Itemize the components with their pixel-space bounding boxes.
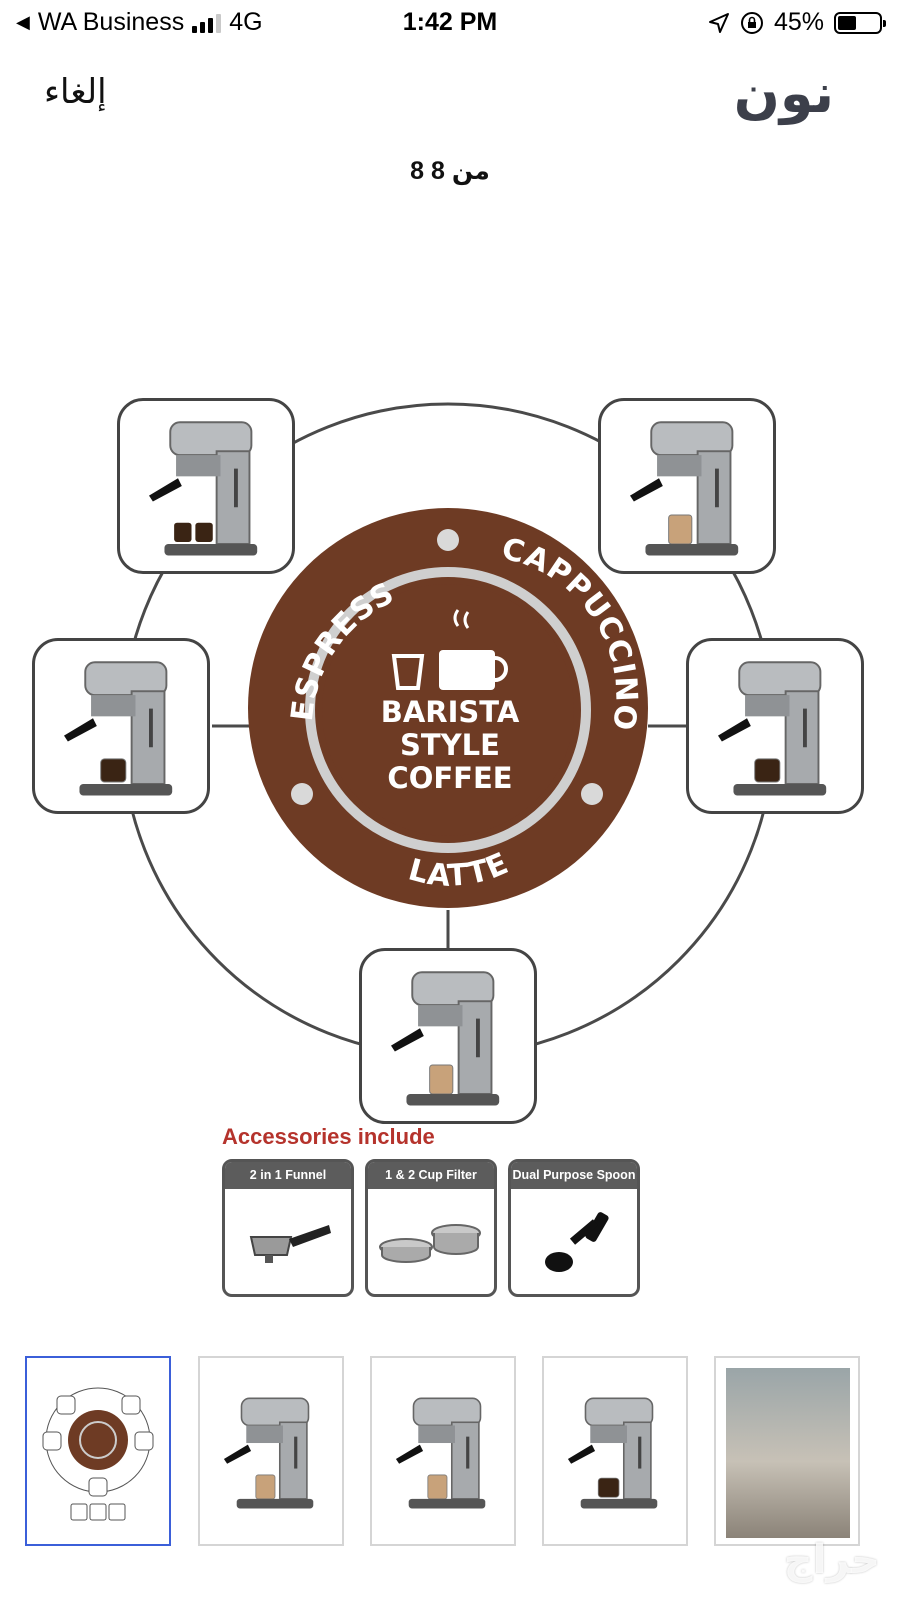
battery-icon [834,11,886,34]
status-right: 45% [708,8,886,37]
status-left[interactable]: ◀ WA Business 4G [16,8,263,37]
image-counter: 8 من 8 [410,157,490,185]
barista-diagram-thumbnail [42,1387,154,1521]
center-line-2: STYLE [400,728,500,762]
center-line-3: COFFEE [387,761,513,795]
status-time: 1:42 PM [402,8,498,36]
machine-card-right [686,638,864,814]
rotation-lock-icon [740,11,763,34]
thumbnail-strip [0,1356,900,1546]
barista-style-coffee-text: BARISTA STYLE COFFEE [330,696,570,795]
accessory-card-spoon: Dual Purpose Spoon [508,1159,640,1297]
battery-percent: 45% [773,8,824,36]
thumbnail-5[interactable] [714,1356,860,1546]
machine-card-top-left [117,398,295,574]
machine-card-bottom [359,948,537,1124]
thumbnail-1[interactable] [25,1356,171,1546]
espresso-machine-icon [718,661,827,796]
espresso-machine-icon [395,1397,486,1509]
espresso-machine-icon [630,421,739,556]
main-product-image[interactable]: ESPRESSO CAPPUCCINO LATTE BARISTA STYLE … [0,370,900,1310]
machine-card-top-right [598,398,776,574]
accessories-title: Accessories include [222,1124,435,1149]
thumbnail-2[interactable] [198,1356,344,1546]
filter-baskets-icon [379,1224,481,1263]
espresso-machine-icon [64,661,173,796]
accessory-card-filter: 1 & 2 Cup Filter [365,1159,497,1297]
coffee-cups-icon [391,609,508,690]
espresso-machine-icon [149,421,258,556]
tamper-spoon-icon [545,1212,609,1272]
accessory-card-funnel: 2 in 1 Funnel [222,1159,354,1297]
accessory-label: 2 in 1 Funnel [225,1162,351,1189]
espresso-machine-icon [391,971,500,1106]
espresso-machine-icon [567,1397,658,1509]
back-app-label[interactable]: WA Business [37,8,185,36]
accessory-label: Dual Purpose Spoon [511,1162,637,1189]
network-type: 4G [229,8,263,36]
silver-ring [305,567,591,853]
signal-icon [192,13,222,33]
location-arrow-icon [708,12,729,33]
back-triangle-icon[interactable]: ◀ [16,12,30,32]
machine-card-left [32,638,210,814]
header: إلغاء نون [0,56,900,136]
latte-label: LATTE [405,846,514,894]
center-line-1: BARISTA [380,695,520,729]
status-bar: ◀ WA Business 4G 1:42 PM 45% [0,0,900,46]
haraj-watermark: حراج [783,1538,880,1582]
portafilter-icon [249,1225,331,1263]
espresso-machine-icon [223,1397,314,1509]
thumbnail-3[interactable] [370,1356,516,1546]
accessory-label: 1 & 2 Cup Filter [368,1162,494,1189]
cancel-button[interactable]: إلغاء [44,73,107,111]
thumbnail-4[interactable] [542,1356,688,1546]
brand-logo: نون [733,64,834,124]
